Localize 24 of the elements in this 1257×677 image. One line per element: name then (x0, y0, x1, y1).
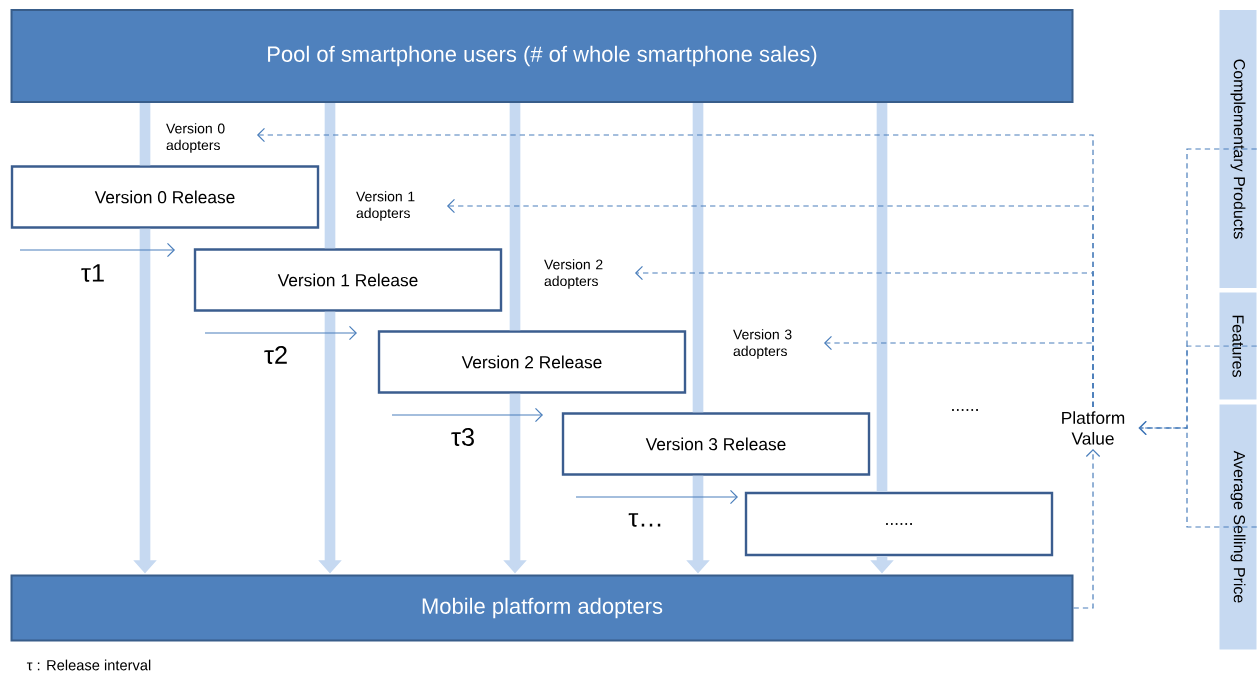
ellipsis-label: ...... (952, 409, 978, 411)
banner-box: Pool of smartphone users (# of whole smartphone sales) (10, 9, 1074, 103)
arrow (1138, 420, 1257, 528)
interval-label: τ2 (264, 346, 287, 364)
release-box: Version 3 Release (561, 412, 871, 476)
release-box: Version 1 Release (193, 248, 503, 312)
adopters-label: Version 3 adopters (733, 329, 792, 359)
adopters-label: Version 2 adopters (544, 259, 603, 289)
banner-box: Mobile platform adopters (10, 574, 1074, 642)
interval-label: τ1 (81, 264, 104, 282)
factor-box: Average Selling Price (1219, 404, 1257, 650)
adopters-label: Version 1 adopters (356, 191, 415, 221)
factor-box: Complementary Products (1219, 10, 1257, 288)
platform-value-label: Platform Value (1062, 411, 1125, 445)
arrow (823, 335, 1094, 408)
note-text: τ : Release interval (26, 659, 151, 671)
arrow (1072, 448, 1101, 609)
adopters-label: Version 0 adopters (166, 123, 225, 153)
interval-label: τ3 (451, 428, 474, 446)
factor-box: Features (1219, 292, 1257, 400)
release-box: Version 2 Release (377, 330, 687, 394)
interval-label: τ… (628, 513, 661, 527)
release-box: ...... (744, 491, 1054, 557)
release-box: Version 0 Release (10, 165, 320, 229)
